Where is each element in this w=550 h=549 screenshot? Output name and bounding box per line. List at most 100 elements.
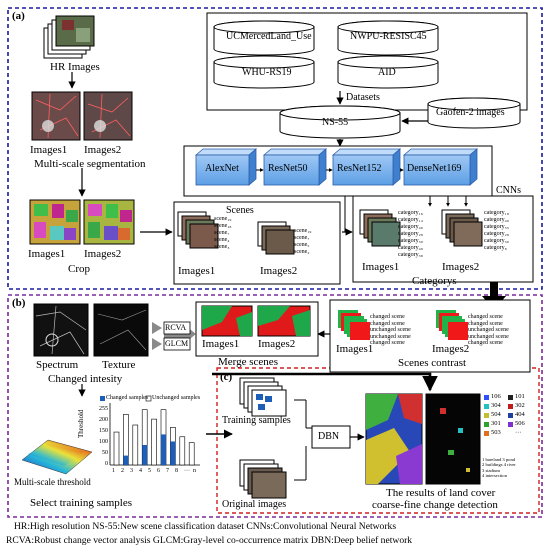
- x-tick: 8: [175, 468, 178, 474]
- intensity-title: Changed intesity: [48, 373, 123, 385]
- category-item: category₃₈: [398, 252, 423, 258]
- category-item: category₁₈: [484, 210, 509, 216]
- category-item: category₈: [484, 245, 507, 251]
- changed-bar: [161, 434, 166, 465]
- category-item: category₁₄: [398, 217, 423, 223]
- threshold-heatmap: [21, 439, 93, 475]
- category-item: category₃₉: [398, 238, 423, 244]
- legend-swatch: [484, 395, 489, 400]
- contrast-item: changed scene: [468, 314, 503, 320]
- intensity-images: [33, 303, 149, 357]
- changed-bar: [123, 455, 129, 465]
- contrast-item: unchanged scene: [370, 333, 411, 340]
- legend-swatch: [484, 431, 489, 436]
- contrast-title: Scenes contrast: [398, 357, 467, 369]
- cnn-alexnet: AlexNet: [205, 163, 239, 174]
- category-item: category₃₉: [484, 238, 509, 244]
- contrast-stacks: [338, 310, 468, 340]
- legend-code: 301: [491, 420, 501, 427]
- training-samples-stack: [239, 377, 287, 417]
- unchanged-bar: [132, 424, 139, 466]
- dataset-cylinders: [213, 20, 521, 139]
- category-item: category₃₃: [484, 224, 509, 230]
- panel-a-border: [7, 7, 543, 290]
- panel-b-border: [7, 294, 543, 518]
- results-title-line2: coarse-fine change detection: [372, 499, 498, 511]
- contrast-item: unchanged scene: [468, 333, 509, 340]
- datasets-label: Datasets: [346, 92, 380, 103]
- legend-code: 504: [491, 411, 501, 418]
- scene-item: scene₇: [214, 230, 230, 236]
- x-tick: 3: [130, 468, 133, 474]
- x-tick: 7: [166, 468, 169, 474]
- legend-note: 3 stadium: [482, 467, 500, 473]
- rcva-label: RCVA: [165, 323, 187, 332]
- categories-title: Categorys: [412, 275, 457, 287]
- training-title: Select training samples: [30, 497, 133, 509]
- seg-images2-label: Images2: [84, 144, 122, 156]
- changed-bar: [142, 445, 148, 465]
- scene-thumbnails: [177, 211, 295, 255]
- scene-list-1: scene₁₉ scene₁₈ scene₇ scene₄ scene₃: [214, 216, 232, 251]
- panel-a-label: (a): [12, 10, 25, 22]
- legend-swatch: [484, 422, 489, 427]
- x-tick: ···: [184, 468, 190, 474]
- seg-title: Multi-scale segmentation: [34, 158, 146, 170]
- unchanged-bar: [113, 431, 120, 466]
- segmentation-images: [31, 91, 133, 141]
- results-title-line1: The results of land cover: [386, 487, 496, 499]
- legend-code: 302: [515, 402, 525, 409]
- scenes-title: Scenes: [226, 205, 254, 216]
- legend-swatch: [484, 413, 489, 418]
- dataset-nwpu: NWPU-RESISC45: [350, 31, 427, 42]
- dataset-aid: AID: [378, 67, 396, 78]
- threshold-axis-label: Threshold: [77, 409, 85, 438]
- y-tick: 0: [105, 461, 108, 467]
- legend-code: 304: [491, 402, 501, 409]
- cnn-resnet50: ResNet50: [268, 163, 308, 174]
- legend-swatch: [508, 395, 513, 400]
- legend-dots: ···: [515, 429, 522, 436]
- legend-code: 106: [491, 393, 501, 400]
- result-legend-notes: 1 bareland 3 pond 2 buildings 4 river 3 …: [482, 457, 516, 479]
- spectrum-label: Spectrum: [36, 359, 79, 371]
- category-item: category₂₈: [398, 231, 423, 237]
- contrast-list-1: changed scene changed scene unchanged sc…: [370, 314, 411, 347]
- ns55-label: NS-55: [322, 117, 349, 128]
- x-tick: 2: [121, 468, 124, 474]
- legend-note: 4 intersection: [482, 473, 507, 479]
- y-tick: 50: [102, 450, 108, 456]
- contrast-images2-label: Images2: [432, 343, 470, 355]
- legend-swatch: [508, 404, 513, 409]
- scene-item: scene₂: [294, 249, 310, 255]
- cnn-blocks: [194, 148, 479, 186]
- crop-title: Crop: [68, 263, 90, 275]
- legend-swatch: [508, 422, 513, 427]
- category-list-1: category₁₆ category₁₄ category₄₉ categor…: [398, 210, 423, 259]
- scene-item: scene₇: [294, 235, 310, 241]
- categories-images1-label: Images1: [362, 261, 400, 273]
- gaofen-label: Gaofen-2 images: [436, 107, 505, 118]
- legend-code: 506: [515, 420, 525, 427]
- result-maps: [365, 393, 481, 485]
- dataset-whu: WHU-RS19: [242, 67, 292, 78]
- changed-bar: [170, 441, 176, 465]
- cnns-label: CNNs: [496, 185, 522, 196]
- contrast-item: unchanged scene: [370, 327, 411, 333]
- hr-image-stack: [43, 15, 95, 59]
- dataset-ucmerced: UCMercedLand_Use: [226, 31, 312, 42]
- categories-images2-label: Images2: [442, 261, 480, 273]
- legend-code: 101: [515, 393, 525, 400]
- category-item: category₄₉: [398, 224, 423, 230]
- footer-line1: HR:High resolution NS-55:New scene class…: [14, 521, 397, 532]
- original-images-label: Original images: [222, 499, 287, 510]
- heatmap-label: Multi-scale threshold: [14, 477, 91, 487]
- scene-item: scene₁₈: [214, 223, 232, 229]
- x-tick: n: [193, 468, 196, 474]
- scene-item: scene₃: [214, 244, 230, 250]
- legend-unchanged: Unchanged samples: [152, 395, 201, 401]
- unchanged-bar: [151, 418, 157, 466]
- contrast-item: changed scene: [468, 340, 503, 346]
- contrast-item: changed scene: [370, 314, 405, 320]
- x-tick: 1: [112, 468, 115, 474]
